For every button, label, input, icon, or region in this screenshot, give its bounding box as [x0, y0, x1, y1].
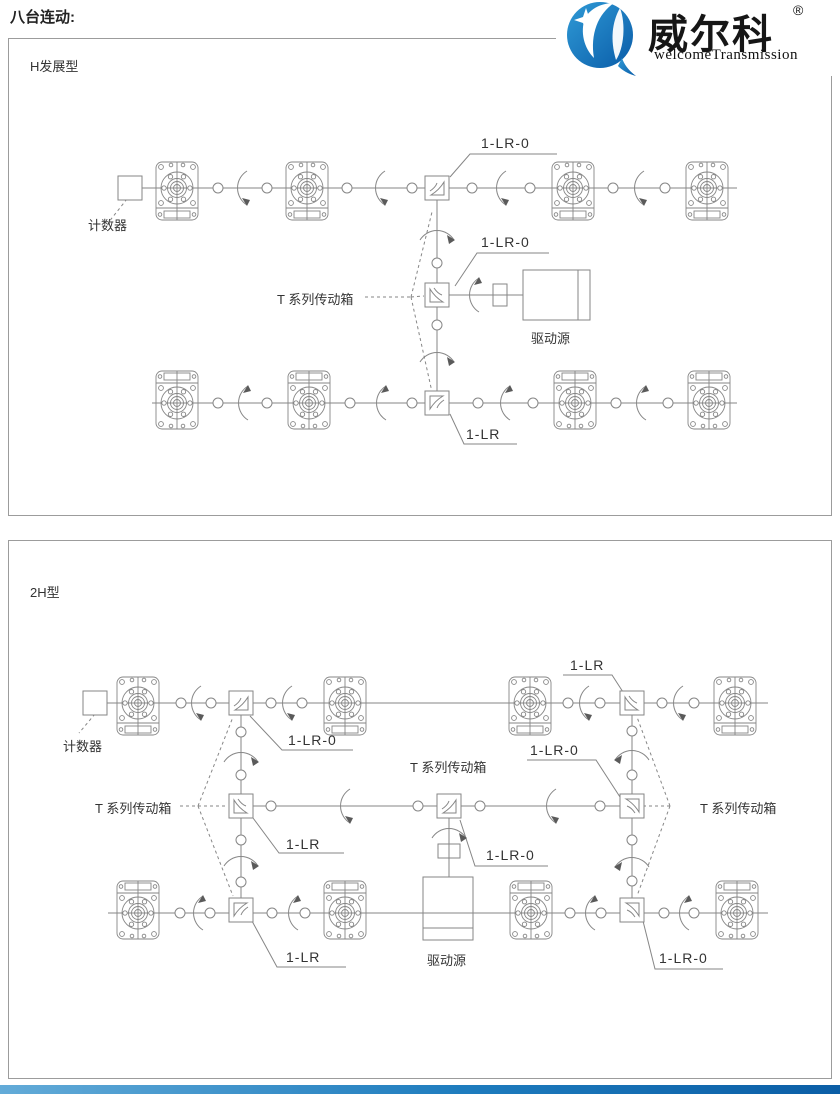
- callout-1lr0-topleft: 1-LR-0: [288, 732, 337, 748]
- t-series-label-middle: T 系列传动箱: [410, 760, 487, 775]
- callout-1lr0-bottomright: 1-LR-0: [659, 950, 708, 966]
- logo-star: [574, 8, 598, 32]
- callout-1lr0-midright: 1-LR-0: [530, 742, 579, 758]
- callout-1lr0-center: 1-LR-0: [486, 847, 535, 863]
- logo-swoosh-icon: [567, 2, 636, 76]
- callout-1lr-bottom: 1-LR: [466, 426, 501, 442]
- h-type-label: H发展型: [30, 59, 79, 74]
- t-series-label-left: T 系列传动箱: [95, 801, 172, 816]
- t-series-label-right: T 系列传动箱: [700, 801, 777, 816]
- logo-subtitle: welcomeTransmission: [654, 47, 798, 63]
- footer-accent-bar: [0, 1085, 840, 1094]
- registered-trademark-mark: ®: [793, 2, 804, 18]
- counter-label: 计数器: [63, 739, 103, 754]
- callout-1lr-midleft: 1-LR: [286, 836, 321, 852]
- callout-1lr-bottomleft: 1-LR: [286, 949, 321, 965]
- t-series-label: T 系列传动箱: [277, 292, 354, 307]
- callout-1lr0-middle: 1-LR-0: [481, 234, 530, 250]
- company-logo: 威尔科 ® welcomeTransmission: [556, 0, 840, 76]
- 2h-type-label: 2H型: [30, 585, 60, 600]
- diagram-frame-h-type: [8, 38, 832, 516]
- drive-source-label: 驱动源: [427, 953, 467, 968]
- drive-source-label: 驱动源: [531, 331, 571, 346]
- page-title: 八台连动:: [10, 9, 75, 26]
- counter-label: 计数器: [88, 218, 128, 233]
- callout-1lr0-top: 1-LR-0: [481, 135, 530, 151]
- logo-brand-text: 威尔科: [648, 13, 774, 57]
- callout-1lr-topright: 1-LR: [570, 657, 605, 673]
